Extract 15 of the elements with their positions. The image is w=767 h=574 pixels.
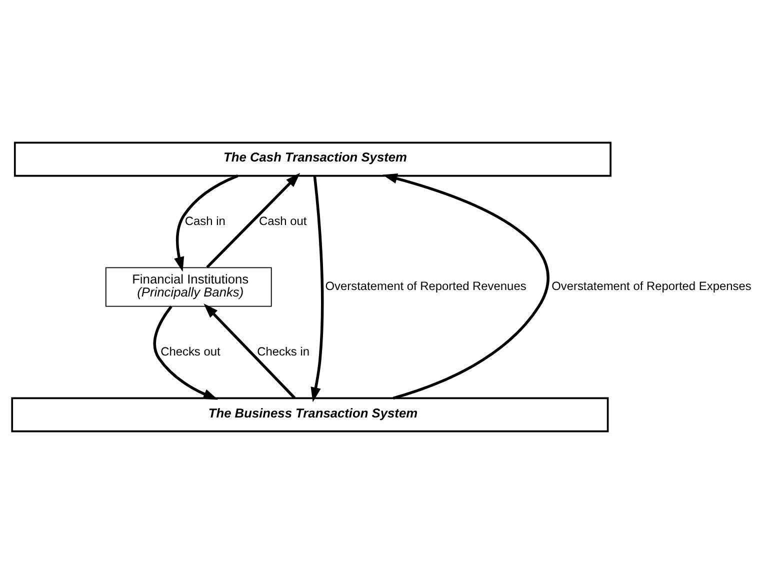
edge-label: Cash out (258, 214, 307, 228)
arrow (206, 172, 300, 268)
arrow (153, 306, 218, 400)
node-box: The Business Transaction System (11, 397, 609, 432)
edge-label: Checks in (257, 344, 310, 358)
edge-label: Overstatement of Reported Expenses (552, 279, 752, 294)
arrow (382, 174, 550, 400)
arrow (310, 176, 324, 402)
node-box: The Cash Transaction System (14, 142, 612, 177)
node-box: Financial Institutions (Principally Banks) (105, 267, 272, 307)
edge-label: Cash in (184, 214, 226, 228)
edge-label: Checks out (160, 344, 220, 358)
arrow (204, 303, 296, 399)
arrow (174, 174, 238, 272)
edge-label: Overstatement of Reported Revenues (325, 279, 526, 294)
